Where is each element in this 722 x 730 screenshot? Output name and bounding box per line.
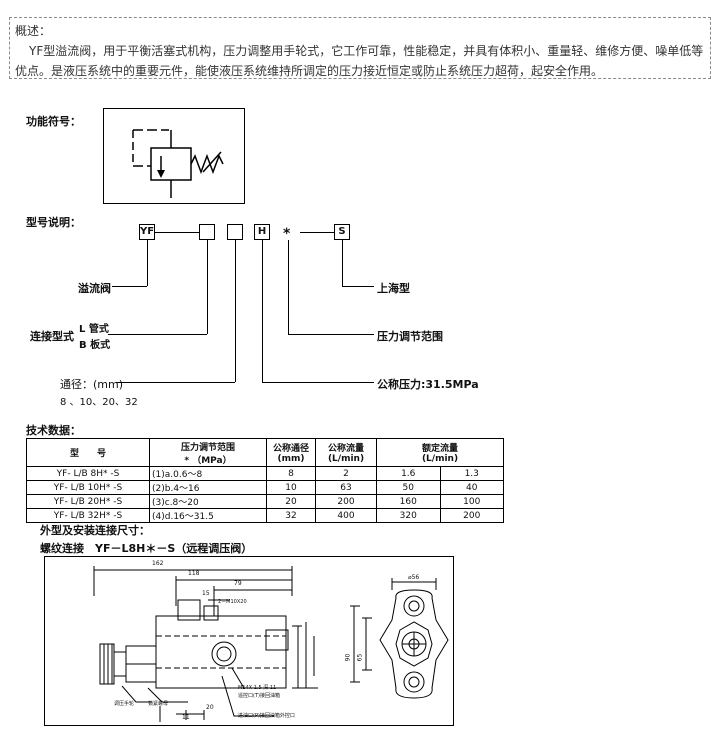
dim-56: ⌀56 bbox=[408, 574, 420, 581]
valve-side-view-drawing bbox=[93, 566, 318, 722]
leader-line bbox=[288, 240, 289, 334]
dim-162: 162 bbox=[152, 560, 164, 567]
symbol-frame bbox=[103, 108, 245, 204]
dim-11: 11 bbox=[182, 714, 190, 721]
install-title: 外型及安装连接尺寸： bbox=[40, 524, 150, 537]
cell-bore: 8 bbox=[266, 466, 316, 481]
dim-15: 15 bbox=[202, 590, 210, 597]
cell-flow: 63 bbox=[315, 480, 377, 495]
note-remote-port: 遥控口(T)接回油箱 bbox=[238, 693, 280, 699]
drawing-frame bbox=[44, 556, 454, 726]
cell-model: YF- L/B 8H* -S bbox=[26, 466, 150, 481]
leader-line bbox=[116, 382, 235, 383]
dim-118: 118 bbox=[188, 570, 200, 577]
leader-line bbox=[288, 334, 374, 335]
cell-pressure: (1)a.0.6～8 bbox=[149, 466, 267, 481]
dim-65: 65 bbox=[356, 653, 364, 662]
leader-line bbox=[207, 240, 208, 334]
legend-b-type: B 板式 bbox=[79, 340, 111, 351]
table-header-row: 型 号 压力调节范围* （MPa） 公称通径(mm) 公称流量(L/min) 额… bbox=[26, 438, 504, 467]
header-flow: 公称流量(L/min) bbox=[315, 438, 377, 467]
cell-model: YF- L/B 32H* -S bbox=[26, 508, 150, 523]
leader-line bbox=[262, 240, 263, 382]
legend-shanghai: 上海型 bbox=[377, 282, 410, 295]
code-box-h: H bbox=[254, 224, 270, 240]
cell-rated-1: 160 bbox=[376, 494, 441, 509]
cell-pressure: (4)d.16～31.5 bbox=[149, 508, 267, 523]
code-star: * bbox=[283, 226, 291, 242]
code-box-yf: YF bbox=[139, 224, 155, 240]
spec-table: 型 号 压力调节范围* （MPa） 公称通径(mm) 公称流量(L/min) 额… bbox=[26, 438, 504, 523]
header-model: 型 号 bbox=[26, 438, 150, 467]
cell-flow: 2 bbox=[315, 466, 377, 481]
header-bore: 公称通径(mm) bbox=[266, 438, 316, 467]
overview-box: 概述： YF型溢流阀，用于平衡活塞式机构，压力调整用手轮式，它工作可靠，性能稳定… bbox=[9, 17, 711, 79]
code-dash bbox=[300, 232, 334, 233]
model-label: 型号说明： bbox=[26, 216, 81, 229]
legend-nominal-pressure: 公称压力:31.5MPa bbox=[377, 378, 479, 391]
overview-heading: 概述： bbox=[15, 24, 52, 38]
code-dash bbox=[155, 232, 199, 233]
note-thread: M14X 1.5 深 11 bbox=[238, 685, 277, 691]
legend-connection-type: 连接型式 bbox=[30, 330, 74, 343]
leader-line bbox=[147, 240, 148, 286]
code-box-connection bbox=[199, 224, 215, 240]
cell-flow: 400 bbox=[315, 508, 377, 523]
cell-rated-2: 100 bbox=[439, 494, 504, 509]
leader-line bbox=[342, 286, 374, 287]
leader-line bbox=[262, 382, 374, 383]
leader-line bbox=[112, 286, 147, 287]
cell-model: YF- L/B 10H* -S bbox=[26, 480, 150, 495]
tag-lock-nut: 锁紧螺母 bbox=[148, 701, 169, 707]
leader-line bbox=[235, 240, 236, 382]
table-row: YF- L/B 32H* -S (4)d.16～31.5 32 400 320 … bbox=[26, 508, 504, 523]
header-pressure: 压力调节范围* （MPa） bbox=[149, 438, 267, 467]
leader-line bbox=[108, 334, 207, 335]
cell-pressure: (2)b.4～16 bbox=[149, 480, 267, 495]
tag-handwheel: 调压手轮 bbox=[114, 701, 135, 707]
table-row: YF- L/B 8H* -S (1)a.0.6～8 8 2 1.6 1.3 bbox=[26, 466, 504, 481]
cell-rated-1: 50 bbox=[376, 480, 441, 495]
tech-label: 技术数据： bbox=[26, 424, 81, 437]
code-box-s: S bbox=[334, 224, 350, 240]
relief-valve-symbol-icon bbox=[132, 129, 224, 198]
cell-bore: 20 bbox=[266, 494, 316, 509]
code-box-bore bbox=[227, 224, 243, 240]
note-inlet-port: 进油口(P)接回油箱外控口 bbox=[238, 713, 295, 719]
cell-rated-2: 1.3 bbox=[439, 466, 504, 481]
cell-pressure: (3)c.8～20 bbox=[149, 494, 267, 509]
legend-pressure-range: 压力调节范围 bbox=[377, 330, 443, 343]
install-subtitle: 螺纹连接 YF－L8H＊－S（远程调压阀） bbox=[40, 542, 253, 555]
cell-rated-2: 200 bbox=[439, 508, 504, 523]
cell-rated-1: 1.6 bbox=[376, 466, 441, 481]
leader-line bbox=[342, 240, 343, 286]
dim-thread: 2－M10X20 bbox=[218, 599, 247, 605]
cell-rated-1: 320 bbox=[376, 508, 441, 523]
header-rated: 额定流量(L/min) bbox=[376, 438, 504, 467]
cell-bore: 10 bbox=[266, 480, 316, 495]
legend-bore: 通径：(mm) bbox=[60, 378, 124, 391]
dim-90: 90 bbox=[344, 653, 352, 662]
valve-front-view-drawing bbox=[350, 578, 449, 699]
table-row: YF- L/B 20H* -S (3)c.8～20 20 200 160 100 bbox=[26, 494, 504, 509]
overview-body: YF型溢流阀，用于平衡活塞式机构，压力调整用手轮式，它工作可靠，性能稳定，并具有… bbox=[15, 44, 704, 78]
cell-rated-2: 40 bbox=[439, 480, 504, 495]
legend-bore-values: 8 、10、20、32 bbox=[60, 397, 138, 408]
cell-model: YF- L/B 20H* -S bbox=[26, 494, 150, 509]
cell-bore: 32 bbox=[266, 508, 316, 523]
cell-flow: 200 bbox=[315, 494, 377, 509]
legend-l-type: L 管式 bbox=[79, 324, 109, 335]
dim-20: 20 bbox=[206, 704, 214, 711]
dim-79: 79 bbox=[234, 580, 242, 587]
legend-relief-valve: 溢流阀 bbox=[78, 282, 111, 295]
symbol-label: 功能符号： bbox=[26, 115, 81, 128]
table-row: YF- L/B 10H* -S (2)b.4～16 10 63 50 40 bbox=[26, 480, 504, 495]
